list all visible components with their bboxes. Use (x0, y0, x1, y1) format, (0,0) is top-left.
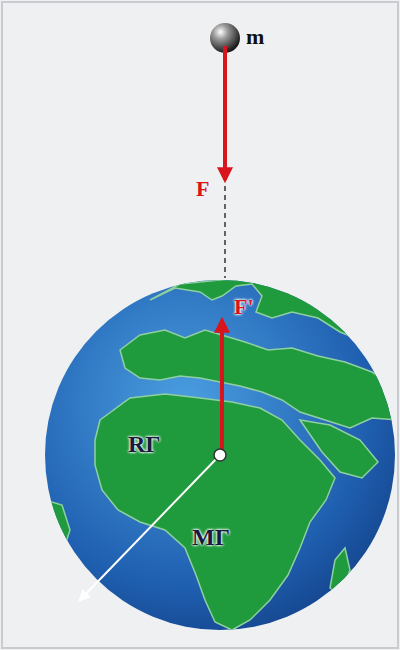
continents (45, 276, 400, 630)
force-arrow (223, 46, 227, 180)
reaction-arrow (220, 320, 224, 452)
mass-label: MΓ (192, 525, 230, 549)
radius-label: RΓ (128, 432, 161, 456)
center-dot (214, 449, 226, 461)
dashed-line (224, 186, 226, 278)
force-label: F (196, 178, 209, 200)
force-label: F' (234, 296, 254, 318)
mass-label: m (246, 26, 264, 48)
